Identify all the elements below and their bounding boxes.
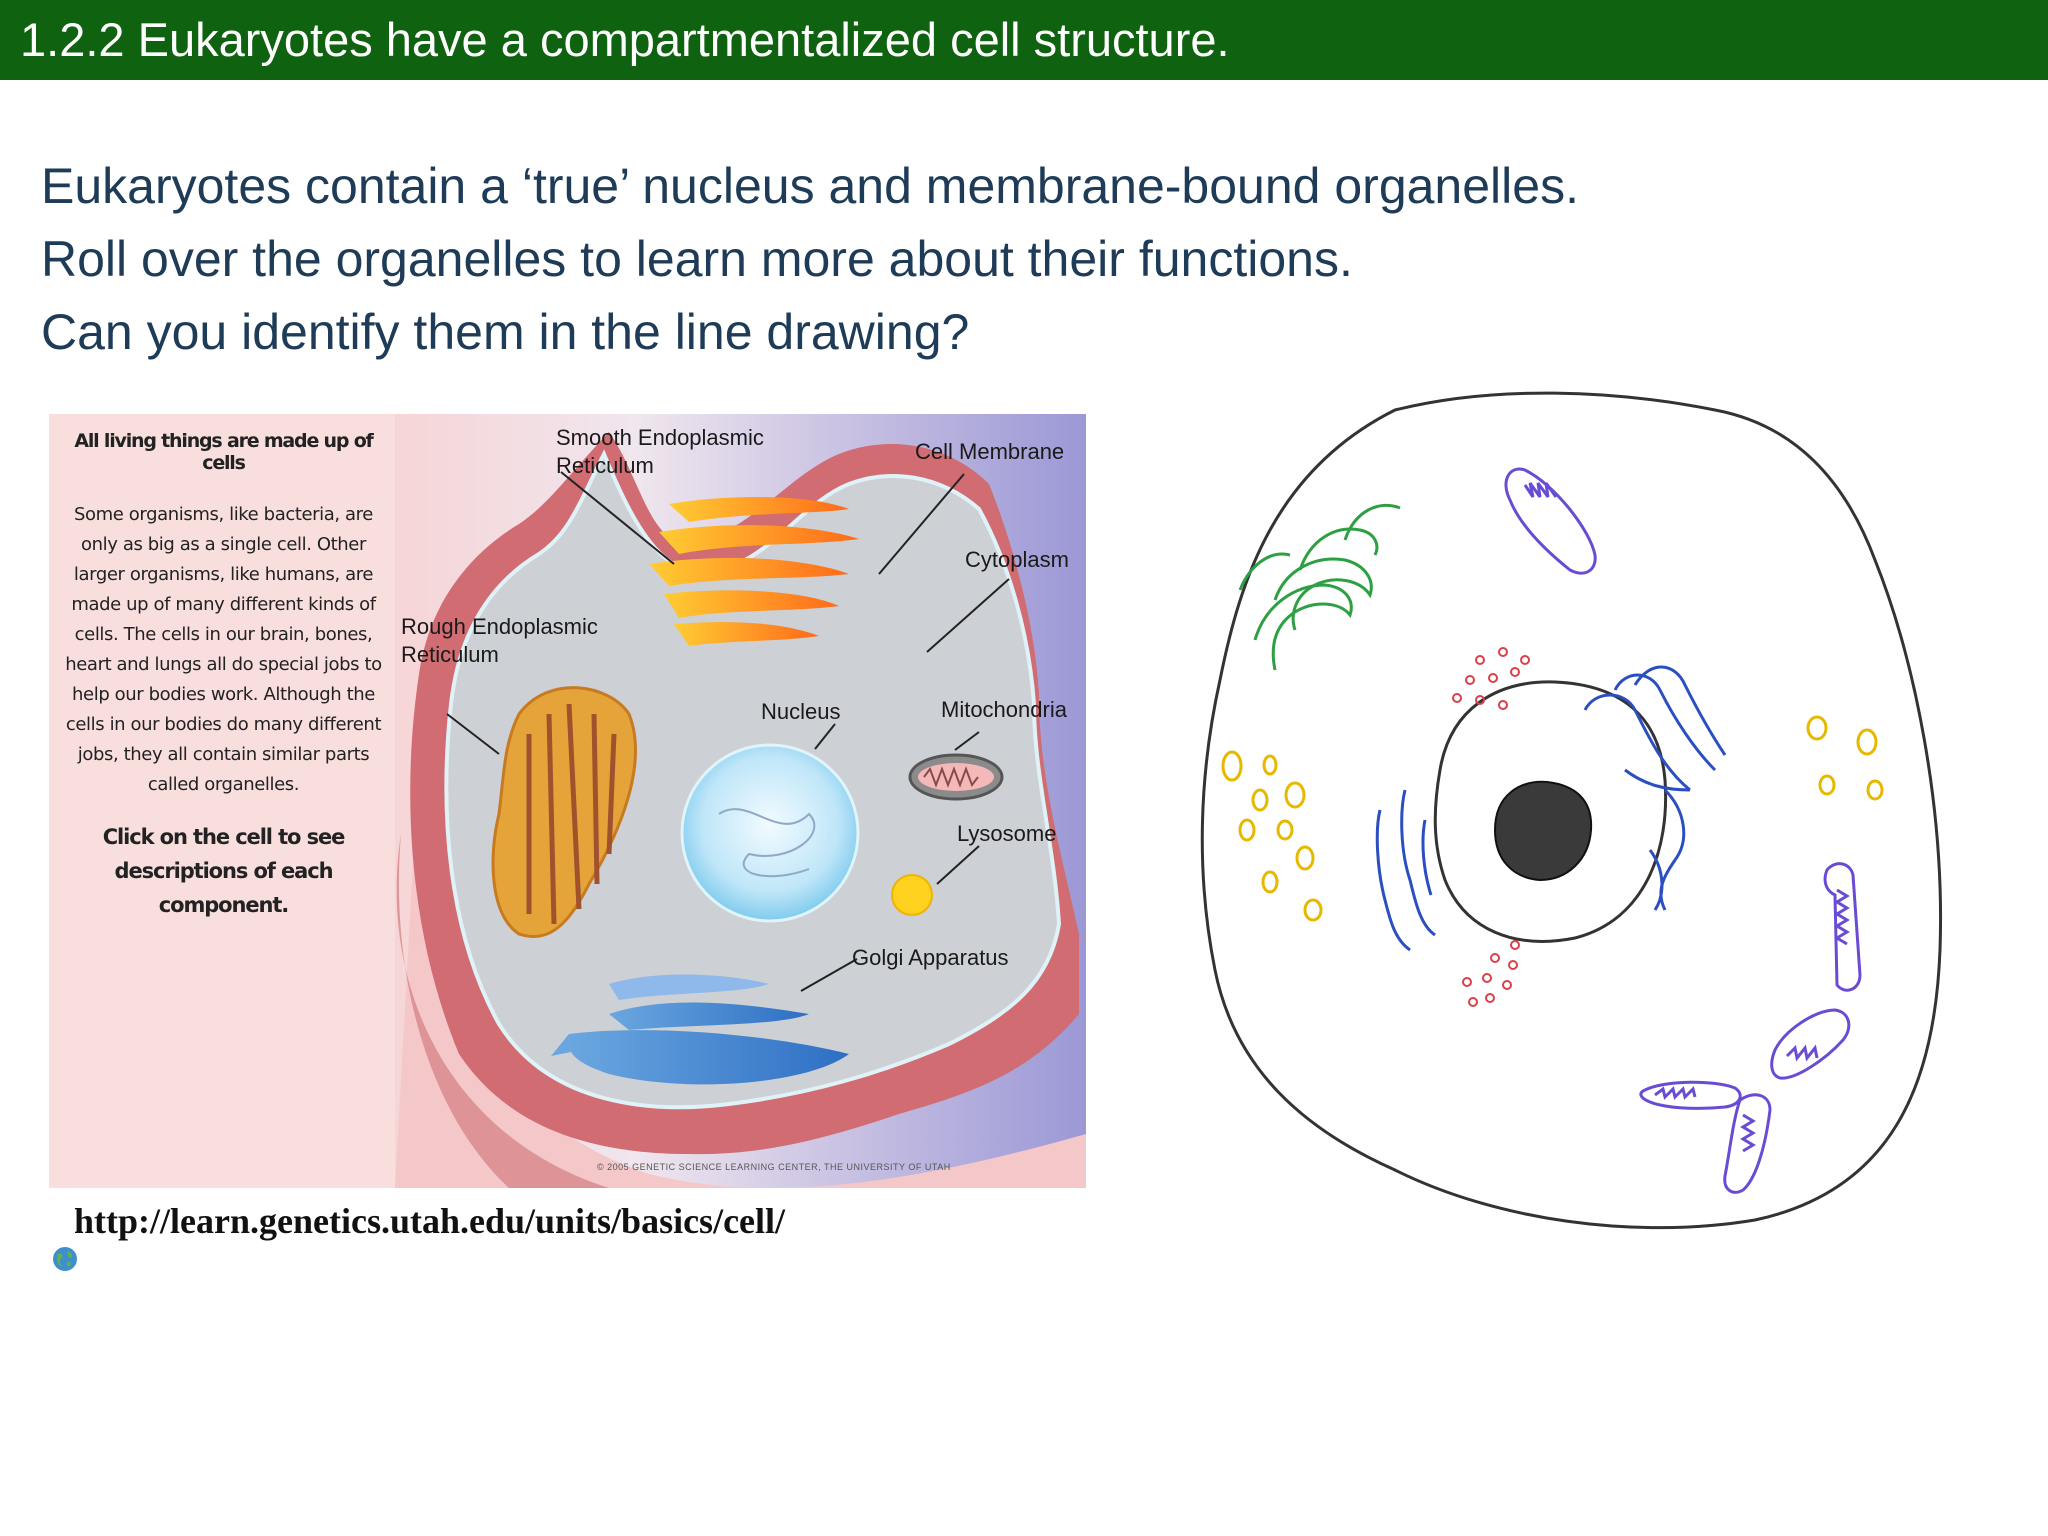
rough-er-line-drawing	[1375, 665, 1727, 952]
figure-copyright: © 2005 GENETIC SCIENCE LEARNING CENTER, …	[597, 1162, 951, 1172]
title-bar: 1.2.2 Eukaryotes have a compartmentalize…	[0, 0, 2048, 80]
smooth-er-shape	[649, 497, 859, 646]
intro-line-2: Roll over the organelles to learn more a…	[41, 231, 1353, 287]
cell-illustration[interactable]	[49, 414, 1086, 1188]
source-url[interactable]: http://learn.genetics.utah.edu/units/bas…	[74, 1201, 786, 1241]
golgi-line-drawing	[1238, 503, 1401, 671]
golgi-shape	[551, 974, 849, 1085]
rough-er-shape	[491, 686, 637, 939]
mitochondria-line-drawing	[1504, 467, 1862, 1194]
intro-line-1: Eukaryotes contain a ‘true’ nucleus and …	[41, 158, 1579, 214]
slide-title: 1.2.2 Eukaryotes have a compartmentalize…	[20, 13, 1230, 66]
label-cell-membrane[interactable]: Cell Membrane	[915, 439, 1065, 464]
cell-line-drawing[interactable]	[1195, 390, 1955, 1240]
label-golgi[interactable]: Golgi Apparatus	[852, 945, 1009, 970]
vesicles-line-drawing	[1221, 715, 1884, 922]
side-panel: All living things are made up of cells S…	[57, 430, 390, 922]
label-lysosome[interactable]: Lysosome	[957, 821, 1057, 846]
intro-line-3: Can you identify them in the line drawin…	[41, 304, 970, 360]
intro-text: Eukaryotes contain a ‘true’ nucleus and …	[41, 150, 1741, 369]
side-call-to-action: Click on the cell to see descriptions of…	[102, 825, 346, 917]
label-nucleus[interactable]: Nucleus	[761, 699, 841, 724]
ribosomes-line-drawing	[1452, 647, 1530, 1007]
label-mitochondria[interactable]: Mitochondria	[941, 697, 1067, 722]
globe-icon[interactable]	[52, 1246, 78, 1272]
label-rough-er[interactable]: Rough Endoplasmic Reticulum	[401, 614, 598, 667]
label-smooth-er[interactable]: Smooth Endoplasmic Reticulum	[556, 425, 764, 478]
label-cytoplasm[interactable]: Cytoplasm	[965, 547, 1069, 572]
side-body: Some organisms, like bacteria, are only …	[65, 504, 382, 795]
side-heading: All living things are made up of cells	[74, 430, 373, 474]
cell-figure[interactable]: All living things are made up of cells S…	[49, 414, 1086, 1188]
